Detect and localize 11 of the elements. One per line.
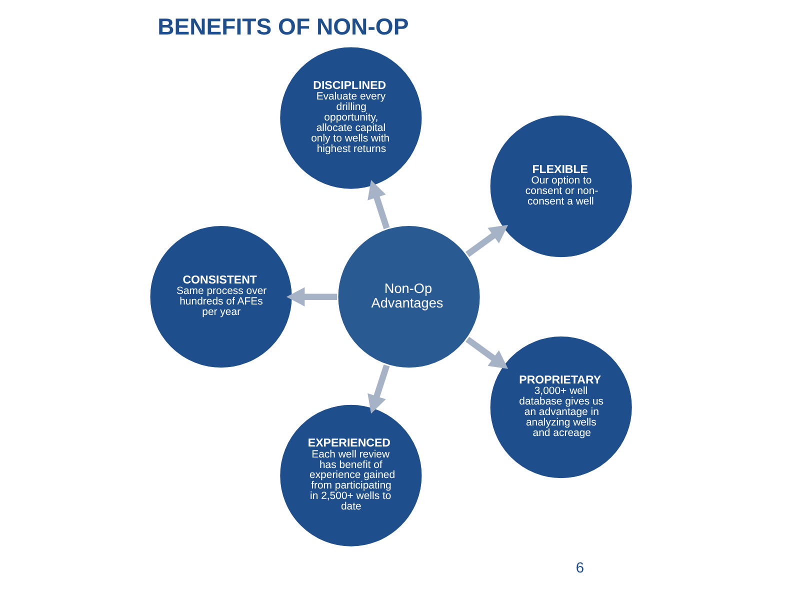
node-circle: DISCIPLINED Evaluate every drilling opportunity, allocate capital only to wells with highest returns [278, 45, 424, 191]
arrow [465, 224, 508, 257]
label: 6 [575, 560, 584, 576]
node-circle: Non-Op Advantages [336, 224, 482, 370]
arrow [286, 287, 337, 306]
arrow [367, 364, 390, 414]
arrow [465, 336, 508, 369]
diagram-title: BENEFITS OF NON-OP [157, 13, 408, 40]
node-circle: CONSISTENT Same process over hundreds of AFEs per year [148, 224, 294, 370]
arrow [367, 180, 390, 230]
node-circle: EXPERIENCED Each well review has benefit of experience gained from participating in 2,500+ wells to date [278, 402, 424, 548]
